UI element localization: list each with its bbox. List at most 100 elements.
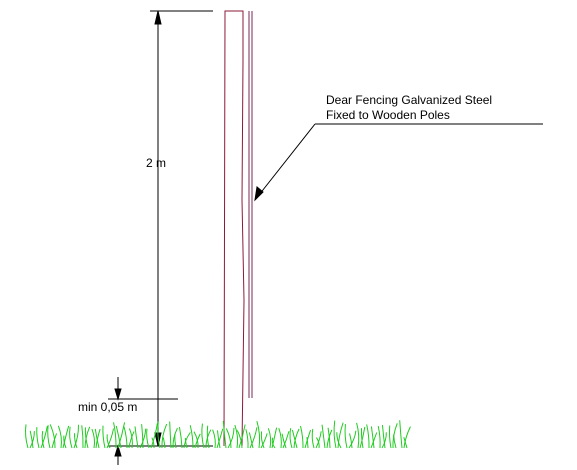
grass-blade <box>102 425 106 449</box>
grass-blade <box>282 431 290 449</box>
height-dimension-top-arrow <box>154 10 162 25</box>
grass-blade <box>311 428 315 449</box>
grass-blade <box>360 428 364 449</box>
grass-blade <box>178 426 183 449</box>
grass-blade <box>321 424 326 449</box>
wooden-pole <box>223 10 245 447</box>
grass-blade <box>344 424 348 449</box>
grass-blade <box>150 423 158 449</box>
grass-blade <box>336 432 342 449</box>
grass-blade <box>222 420 227 449</box>
grass-blade <box>216 430 221 449</box>
grass-blade <box>388 425 392 449</box>
grass-blade <box>139 428 147 449</box>
grass-blade <box>238 424 246 449</box>
grass-blade <box>201 423 205 449</box>
grass-blade <box>206 425 210 449</box>
grass-blade <box>403 437 408 449</box>
grass-blade <box>73 424 79 449</box>
grass-blade <box>161 423 168 449</box>
callout-text-line-2: Fixed to Wooden Poles <box>326 108 450 122</box>
grass-blade <box>81 425 84 449</box>
grass-blade <box>49 424 56 449</box>
clearance-dimension <box>114 377 122 465</box>
grass-blade <box>337 422 344 449</box>
height-dimension <box>108 10 213 447</box>
grass-blade <box>366 424 370 449</box>
grass-blade <box>157 421 161 449</box>
grass-blade <box>300 425 304 449</box>
steel-fence-sheet <box>248 11 253 398</box>
grass-blade <box>189 425 194 449</box>
grass-blade <box>381 432 387 449</box>
callout-leader <box>254 123 543 202</box>
grass-blade <box>146 428 150 449</box>
grass-blade <box>291 429 298 449</box>
grass-blade <box>399 420 403 449</box>
grass-blade <box>249 427 258 449</box>
grass-blade <box>74 433 78 449</box>
grass-blade <box>94 428 100 449</box>
height-dimension-label: 2 m <box>146 156 167 170</box>
grass-blade <box>281 433 287 449</box>
callout-leader-line <box>254 123 316 201</box>
grass-blade <box>227 428 235 449</box>
grass-blade <box>57 425 62 449</box>
grass-blade <box>84 427 89 449</box>
grass-blade <box>377 426 381 449</box>
grass-blade <box>403 426 411 449</box>
grass-blade <box>106 434 111 449</box>
grass-blade <box>123 426 128 449</box>
grass-blade <box>245 429 249 449</box>
grass-blade <box>40 426 48 449</box>
grass-blade <box>293 428 300 449</box>
grass-blade <box>174 434 177 449</box>
grass-blade <box>128 428 133 449</box>
grass-blade <box>113 422 117 449</box>
clearance-upper-arrow <box>114 388 122 401</box>
grass-blade <box>134 426 139 449</box>
callout-text-line-1: Dear Fencing Galvanized Steel <box>326 93 493 107</box>
grass-blade <box>359 426 366 449</box>
grass-blade <box>327 427 331 449</box>
grass-blade <box>184 437 188 449</box>
grass-blade <box>370 432 378 449</box>
grass-blade <box>326 429 333 449</box>
grass-blade <box>349 433 353 449</box>
grass-blade <box>29 430 34 449</box>
grass-blade <box>256 421 261 449</box>
grass-blade <box>63 435 67 449</box>
grass-blade <box>348 430 357 449</box>
grass-ground-hatch <box>25 420 411 449</box>
grass-blade <box>141 424 144 449</box>
grass-blade <box>333 420 337 449</box>
grass-blade <box>25 424 29 449</box>
grass-blade <box>289 428 293 449</box>
grass-blade <box>62 425 70 449</box>
grass-blade <box>271 437 276 449</box>
grass-blade <box>278 427 282 449</box>
grass-blade <box>225 428 232 449</box>
callout-arrowhead <box>254 186 264 202</box>
grass-blade <box>267 428 272 449</box>
grass-blade <box>260 431 265 449</box>
grass-blade <box>95 428 101 449</box>
grass-blade <box>169 421 172 449</box>
grass-blade <box>234 424 239 449</box>
grass-blade <box>393 434 397 449</box>
grass-blade <box>51 433 57 449</box>
grass-blade <box>248 432 254 449</box>
grass-blade <box>212 429 216 449</box>
grass-blade <box>41 430 45 449</box>
grass-blade <box>216 428 224 449</box>
grass-blade <box>91 428 95 449</box>
grass-blade <box>236 430 243 449</box>
grass-blade <box>162 437 166 449</box>
grass-blade <box>69 426 73 449</box>
ground-clearance-label: min 0,05 m <box>78 400 138 414</box>
grass-blade <box>316 437 320 449</box>
grass-blade <box>29 431 35 449</box>
grass-blade <box>128 431 135 449</box>
grass-blade <box>172 427 178 449</box>
